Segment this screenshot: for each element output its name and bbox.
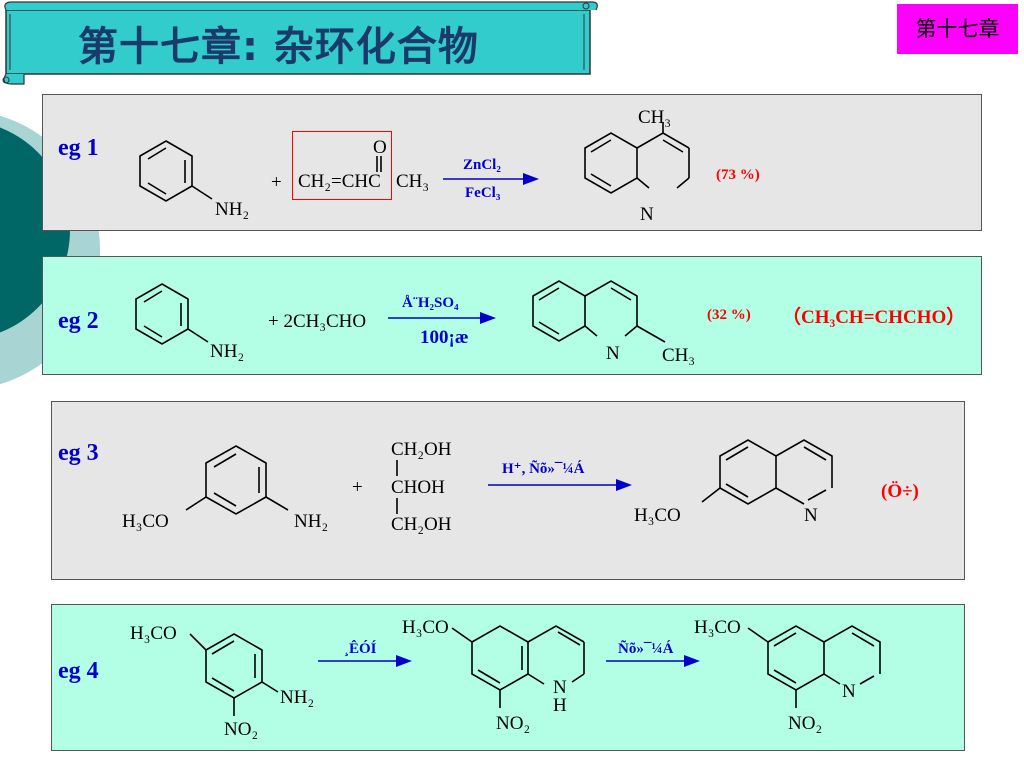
acetaldehyde-reagent: + 2CH₃CHO bbox=[268, 311, 367, 332]
reagent-zncl2: ZnCl₂ bbox=[463, 157, 501, 173]
glycerol-bonds bbox=[396, 460, 398, 514]
plus-sign: + bbox=[352, 477, 363, 498]
methyl-group: CH₃ bbox=[396, 171, 430, 192]
amine-group: NH₂ bbox=[215, 199, 250, 220]
methoxy-group: H₃CO bbox=[402, 617, 449, 638]
ring-nitrogen: N bbox=[640, 204, 654, 225]
carbonyl-oxygen: O bbox=[373, 137, 387, 158]
reaction-arrow bbox=[488, 479, 632, 491]
example-panel-2 bbox=[42, 256, 982, 375]
nitro-group: NO₂ bbox=[788, 713, 823, 734]
ring-nitrogen: N bbox=[606, 343, 620, 364]
reaction-temperature: 100¡æ bbox=[420, 327, 469, 348]
methoxy-group: H₃CO bbox=[130, 623, 177, 644]
dihydroquinoline-intermediate-structure bbox=[451, 625, 585, 708]
product-methyl: CH₃ bbox=[638, 107, 672, 128]
product-methyl: CH₃ bbox=[662, 345, 696, 366]
main-product-note: (Ö÷) bbox=[881, 481, 919, 502]
ring-nitrogen: N bbox=[553, 677, 567, 698]
carbonyl-double-bond bbox=[376, 156, 382, 172]
glycerol-ch2oh-top: CH₂OH bbox=[391, 439, 452, 460]
example-panel-4 bbox=[51, 604, 965, 751]
methoxy-group: H₃CO bbox=[694, 617, 741, 638]
example-label-1: eg 1 bbox=[58, 135, 99, 161]
m-anisidine-structure bbox=[185, 445, 289, 515]
acrolein-ketone-formula: CH₂=CHC bbox=[298, 171, 381, 192]
reaction-arrow bbox=[388, 312, 496, 324]
page-title: 第十七章: 杂环化合物 bbox=[78, 24, 479, 70]
nitro-group: NO₂ bbox=[224, 719, 259, 740]
reagent-glycerol: ¸ÊÓÍ bbox=[344, 641, 377, 657]
yield-value: (73 %) bbox=[716, 167, 760, 183]
example-panel-3 bbox=[51, 401, 965, 580]
aniline-structure bbox=[139, 140, 213, 202]
ring-nitrogen: N bbox=[804, 505, 818, 526]
amine-group: NH₂ bbox=[294, 511, 329, 532]
chapter-badge[interactable]: 第十七章 bbox=[897, 4, 1018, 54]
quinoline-product-structure bbox=[584, 122, 690, 194]
example-panel-1 bbox=[42, 94, 982, 231]
example-label-3: eg 3 bbox=[58, 440, 99, 466]
reagent-h2so4: Å¨H₂SO₄ bbox=[402, 295, 459, 311]
yield-value: (32 %) bbox=[707, 307, 751, 323]
example-label-2: eg 2 bbox=[58, 308, 99, 334]
methoxy-group: H₃CO bbox=[634, 505, 681, 526]
glycerol-ch2oh-bottom: CH₂OH bbox=[391, 514, 452, 535]
reagent-fecl3: FeCl₃ bbox=[465, 185, 501, 201]
ring-nitrogen: N bbox=[842, 681, 856, 702]
amine-group: NH₂ bbox=[280, 687, 315, 708]
glycerol-choh: CHOH bbox=[391, 477, 445, 498]
reagent-oxidant: Ñõ»¯¼Á bbox=[618, 641, 674, 657]
plus-sign: + bbox=[271, 172, 282, 193]
nitro-anisidine-structure bbox=[189, 633, 279, 716]
aniline-structure bbox=[135, 283, 209, 345]
reagent-acid-oxidant: H⁺, Ñõ»¯¼Á bbox=[502, 461, 585, 477]
example-label-4: eg 4 bbox=[58, 658, 99, 684]
reaction-arrow bbox=[443, 173, 539, 185]
nitrogen-hydrogen: H bbox=[553, 695, 567, 716]
reaction-arrow bbox=[606, 655, 700, 667]
nitroquinoline-product-structure bbox=[747, 625, 881, 708]
highlight-box bbox=[292, 131, 392, 200]
reaction-arrow bbox=[318, 655, 412, 667]
amine-group: NH₂ bbox=[210, 341, 245, 362]
methoxy-group: H₃CO bbox=[122, 511, 169, 532]
quinaldine-product-structure bbox=[532, 280, 666, 343]
crotonaldehyde-note: （CH₃CH=CHCHO） bbox=[782, 307, 966, 328]
nitro-group: NO₂ bbox=[496, 713, 531, 734]
methoxyquinoline-product-structure bbox=[701, 439, 833, 505]
